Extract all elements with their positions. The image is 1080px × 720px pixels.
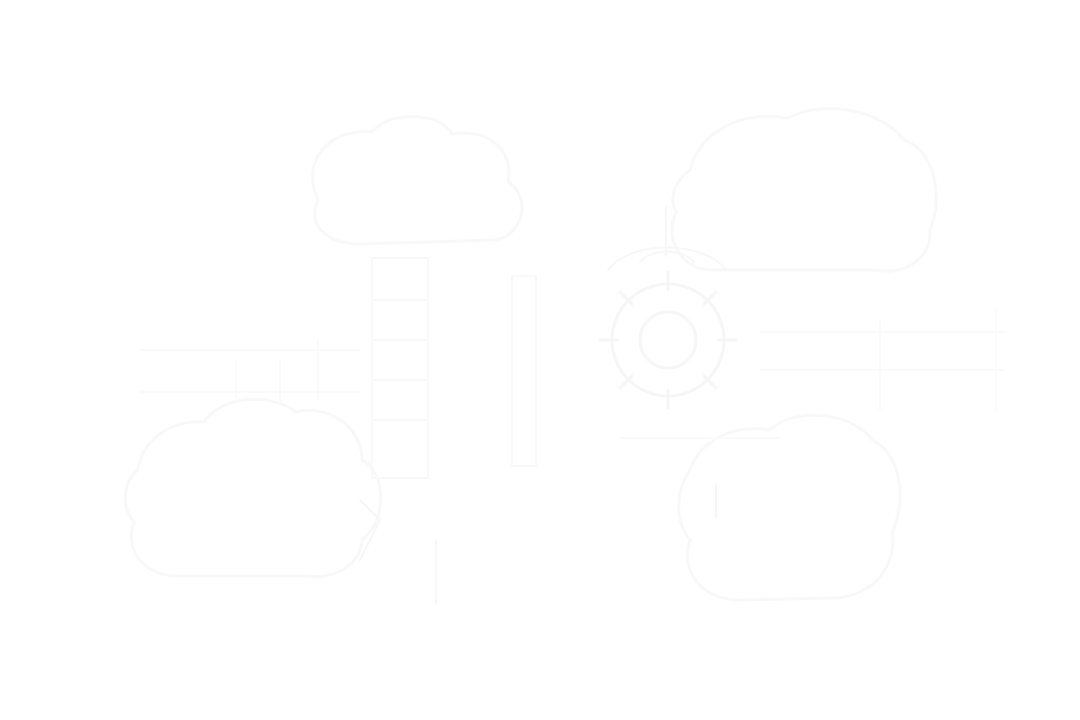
gear-icon — [598, 270, 738, 410]
bottom-left-cloud-icon — [123, 397, 383, 579]
top-right-cloud-icon — [670, 107, 938, 273]
building-icon — [371, 257, 537, 605]
signal-tower-icon — [359, 205, 727, 561]
ruler-lines-icon — [139, 309, 1005, 439]
bottom-right-cloud-icon — [677, 413, 902, 602]
top-left-cloud-icon — [311, 115, 524, 246]
